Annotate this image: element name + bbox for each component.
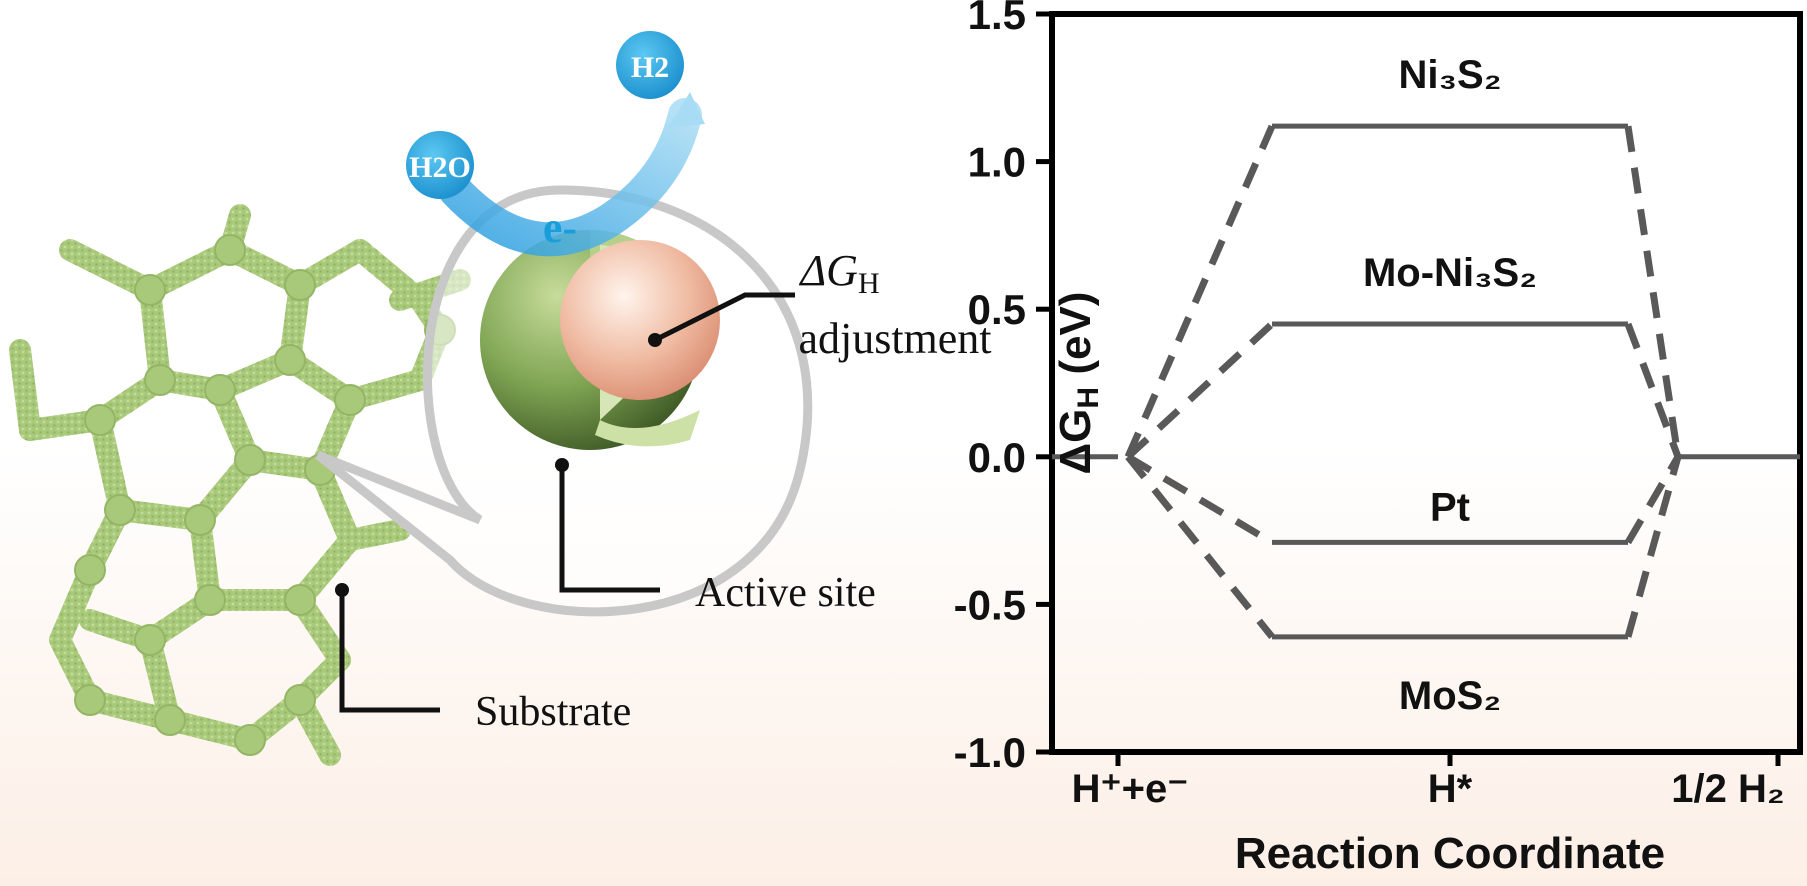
series-dash-right <box>1624 455 1682 545</box>
substrate-dot <box>335 583 349 597</box>
y-tick-label: -1.0 <box>954 729 1026 776</box>
y-tick-label: -0.5 <box>954 581 1026 628</box>
h2-label: H2 <box>631 51 669 84</box>
y-tick-label: 1.0 <box>968 139 1026 186</box>
delta-g-annotation: ΔGH <box>798 246 879 300</box>
adjustment-dot <box>648 333 662 347</box>
series-dash-left <box>1124 124 1276 459</box>
y-tick-label: 1.5 <box>968 0 1026 38</box>
h2o-label: H2O <box>409 151 471 184</box>
series-label: MoS₂ <box>1399 674 1501 718</box>
x-tick-label: 1/2 H₂ <box>1671 767 1784 811</box>
y-tick-label: 0.0 <box>968 434 1026 481</box>
y-axis-label-unit: (eV) <box>1051 292 1100 387</box>
substrate-label: Substrate <box>475 689 631 735</box>
y-axis-ticks: -1.0 -0.5 0.0 0.5 1.0 1.5 <box>954 0 1052 776</box>
h2-molecule <box>616 31 684 99</box>
delta-g-main: ΔG <box>798 246 858 295</box>
series-label: Pt <box>1430 485 1470 529</box>
y-axis-label: ΔGH (eV) <box>1051 292 1105 475</box>
x-axis-ticks: H⁺+e⁻ H* 1/2 H₂ <box>1072 752 1785 811</box>
reaction-arrow <box>438 92 705 257</box>
callout-lines <box>339 292 795 713</box>
x-tick-label: H⁺+e⁻ <box>1072 767 1189 811</box>
h2o-molecule <box>406 131 474 199</box>
x-axis-label: Reaction Coordinate <box>1235 829 1665 878</box>
series-dash-right <box>1624 125 1682 458</box>
y-axis-label-sub: H <box>1072 387 1105 409</box>
x-tick-label: H* <box>1428 767 1473 811</box>
series-dash-right <box>1624 455 1682 638</box>
series-label: Mo-Ni₃S₂ <box>1363 251 1537 295</box>
active-site-label: Active site <box>695 570 876 616</box>
active-site-dot <box>555 458 569 472</box>
y-axis-label-main: ΔG <box>1051 409 1100 475</box>
core-shell-particle <box>480 230 720 450</box>
plot-frame <box>1049 11 1803 755</box>
catalyst-illustration: H2O H2 e- ΔGH adjustment Active site Sub… <box>9 31 992 766</box>
series-dash-left <box>1125 454 1275 640</box>
delta-g-sub: H <box>858 267 880 300</box>
series-dash-left <box>1126 453 1274 546</box>
series-label: Ni₃S₂ <box>1399 53 1502 97</box>
y-tick-label: 0.5 <box>968 286 1026 333</box>
electron-label: e- <box>543 203 577 252</box>
series-dash-left <box>1125 321 1275 460</box>
adjustment-label: adjustment <box>798 314 991 363</box>
series-dash-right <box>1624 322 1682 459</box>
